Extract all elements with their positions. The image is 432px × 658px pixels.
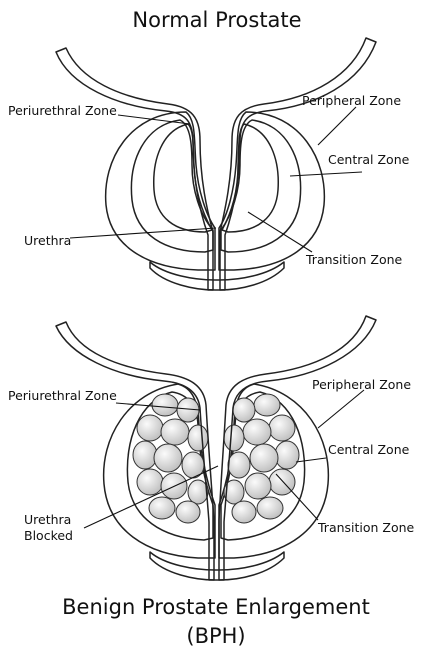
bottom-label-peripheral: Peripheral Zone (312, 377, 411, 392)
bottom-label-central: Central Zone (328, 442, 410, 457)
bph-right-nodules (224, 394, 299, 523)
top-title: Normal Prostate (132, 8, 301, 32)
bottom-title-line1: Benign Prostate Enlargement (62, 595, 370, 619)
bottom-label-urethra-line2: Blocked (24, 528, 73, 543)
bottom-label-urethra-line1: Urethra (24, 512, 71, 527)
bph-left-nodules (133, 394, 208, 523)
bottom-label-periurethral: Periurethral Zone (8, 388, 117, 403)
left-urethra-tube (56, 48, 213, 290)
bph-prostate-base (150, 552, 284, 580)
bottom-label-transition: Transition Zone (317, 520, 415, 535)
top-label-urethra: Urethra (24, 233, 71, 248)
bottom-title-line2: (BPH) (186, 624, 245, 648)
top-label-transition: Transition Zone (305, 252, 403, 267)
top-label-peripheral: Peripheral Zone (302, 93, 401, 108)
left-lobe-outer (106, 112, 215, 270)
top-label-central: Central Zone (328, 152, 410, 167)
right-lobe-outer (219, 112, 324, 270)
top-label-periurethral: Periurethral Zone (8, 103, 117, 118)
